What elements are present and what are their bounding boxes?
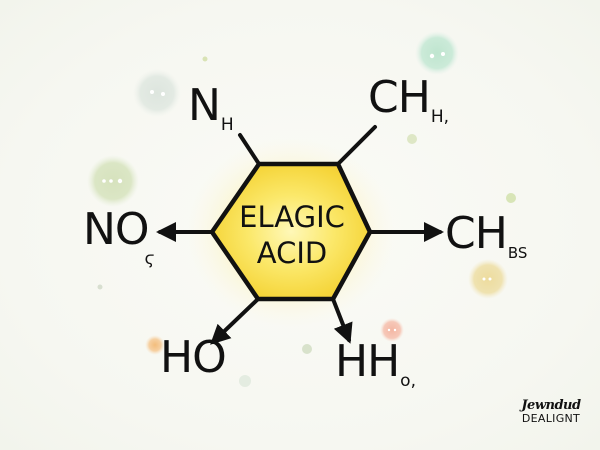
substituent-sub: H: [220, 115, 234, 135]
substituent-right: CHBS: [445, 212, 527, 261]
signature-text: DEALIGNT: [521, 412, 581, 425]
artist-signature: Jewndud DEALIGNT: [516, 399, 586, 424]
bonds: [156, 125, 444, 345]
substituent-top-right: CHH,: [368, 76, 449, 126]
substituent-sub: o,: [400, 371, 416, 391]
decorative-bubbles: [87, 31, 516, 387]
bond-bottom-right-arrow: [331, 297, 353, 344]
center-line-1: ELAGIC: [239, 200, 345, 234]
bubble-icon: [468, 259, 508, 299]
substituent-main: N: [188, 80, 221, 131]
bubble-icon: [87, 155, 139, 207]
bubble-icon: [415, 31, 459, 75]
substituent-sub: ϛ: [144, 249, 155, 269]
center-molecule-name: ELAGIC ACID: [232, 199, 352, 271]
substituent-sub: BS: [507, 244, 528, 262]
substituent-main: HO: [160, 332, 227, 383]
bubble-icon: [145, 335, 165, 355]
substituent-bottom-left: HO: [160, 336, 227, 380]
bond-bottom-left-arrow: [210, 297, 260, 345]
substituent-main: HH: [335, 336, 400, 387]
signature-script: Jewndud: [521, 398, 581, 413]
center-line-2: ACID: [256, 236, 328, 270]
bubble-icon: [133, 69, 181, 117]
bubble-icon: [380, 318, 404, 342]
substituent-sub: H,: [430, 107, 449, 127]
substituent-main: CH: [445, 208, 508, 259]
bond-top-right: [336, 125, 377, 166]
substituent-top-left: NH: [188, 84, 234, 134]
substituent-left: NOϛ: [83, 208, 155, 268]
substituent-main: NO: [83, 204, 150, 255]
bond-top-left: [238, 133, 261, 166]
substituent-bottom-right: HHo,: [335, 340, 416, 390]
substituent-main: CH: [368, 72, 431, 123]
